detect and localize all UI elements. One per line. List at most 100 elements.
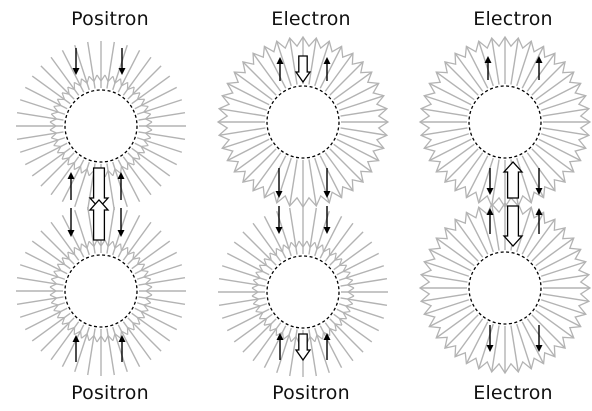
field-chevron (61, 86, 70, 95)
arrow-col1-bottom-left-head (72, 335, 80, 342)
field-chevron (112, 167, 121, 176)
field-chevron (334, 323, 343, 332)
field-chevron (112, 332, 121, 341)
field-ray (538, 248, 582, 272)
field-ray (333, 71, 373, 101)
field-chevron (140, 263, 149, 273)
arrow-col1-bottom-right-head (118, 335, 126, 342)
field-ray (252, 52, 282, 92)
field-ray (540, 299, 587, 315)
field-chevron (119, 78, 129, 87)
particle-col2-top (266, 85, 340, 159)
field-chevron (259, 258, 268, 267)
field-chevron (253, 303, 262, 312)
field-chevron (338, 317, 347, 326)
field-col2-bottom (218, 207, 388, 377)
arrow-col1-mid-up-left-head (67, 172, 75, 179)
field-ray (420, 108, 468, 117)
field-ray (324, 152, 354, 192)
field-chevron (144, 278, 153, 288)
field-chevron (255, 310, 264, 320)
field-chevron (53, 309, 62, 319)
field-ray (314, 40, 330, 87)
field-ray (510, 325, 519, 373)
field-ray (491, 37, 500, 85)
field-chevron (96, 334, 106, 343)
field-ray (435, 309, 475, 339)
field-chevron (49, 286, 58, 296)
field-chevron (142, 271, 151, 280)
field-ray (478, 157, 494, 204)
field-ray (218, 108, 266, 117)
field-ray (435, 143, 475, 173)
field-chevron (298, 240, 308, 249)
field-chevron (314, 333, 323, 342)
field-chevron (132, 86, 141, 95)
field-chevron (263, 323, 272, 332)
field-outline (418, 201, 592, 375)
field-ray (526, 218, 556, 258)
hollow-col3-up (502, 161, 524, 199)
field-ray (242, 61, 277, 96)
field-ray (276, 40, 292, 87)
field-ray (491, 325, 500, 373)
field-ray (336, 138, 380, 162)
field-chevron (338, 258, 347, 267)
particle-col3-bottom (468, 251, 542, 325)
field-ray (444, 314, 479, 349)
field-ray (542, 127, 590, 136)
field-chevron (67, 161, 76, 170)
field-chevron (144, 121, 153, 131)
label-col2-top: Electron (271, 8, 351, 30)
arrow-col1-top-left-head (72, 68, 80, 75)
field-ray (531, 148, 566, 183)
field-ray (478, 206, 494, 253)
field-ray (226, 138, 270, 162)
field-ray (338, 133, 385, 149)
particle-circles-layer (64, 85, 542, 329)
field-chevron (342, 264, 351, 274)
field-chevron (88, 74, 98, 83)
arrow-col3-top-right-head (535, 56, 543, 63)
hollow-col1-up (88, 199, 110, 241)
field-ray (329, 148, 364, 183)
field-ray (308, 159, 317, 207)
field-ray (338, 95, 385, 111)
field-chevron (251, 279, 260, 289)
field-chevron (53, 144, 62, 154)
field-chevron (132, 251, 141, 260)
field-chevron (81, 332, 90, 341)
field-chevron (144, 129, 153, 139)
field-chevron (67, 247, 76, 256)
field-ray (465, 321, 489, 365)
field-ray (340, 108, 388, 117)
field-ray (289, 159, 298, 207)
field-chevron (96, 74, 106, 83)
field-ray (340, 127, 388, 136)
field-ray (428, 138, 472, 162)
field-ray (221, 133, 268, 149)
field-ray (420, 293, 468, 302)
field-ray (542, 274, 590, 283)
field-ray (423, 261, 470, 277)
field-ray (444, 61, 479, 96)
field-chevron (144, 286, 153, 296)
field-ray (263, 45, 287, 89)
field-ray (542, 108, 590, 117)
field-ray (319, 45, 343, 89)
field-chevron (104, 169, 114, 178)
field-chevron (136, 92, 145, 101)
field-chevron (328, 327, 337, 336)
arrow-col2-mid-right-1-head (323, 191, 331, 198)
arrow-col3-mid-left-2-head (486, 208, 494, 215)
field-ray (542, 293, 590, 302)
field-col2-top (216, 35, 390, 209)
field-ray (454, 318, 484, 358)
field-chevron (314, 242, 323, 251)
field-ray (526, 318, 556, 358)
field-chevron (119, 165, 129, 174)
field-chevron (269, 248, 278, 257)
hollow-col3-down (502, 205, 524, 247)
field-ray (526, 152, 556, 192)
field-ray (535, 143, 575, 173)
